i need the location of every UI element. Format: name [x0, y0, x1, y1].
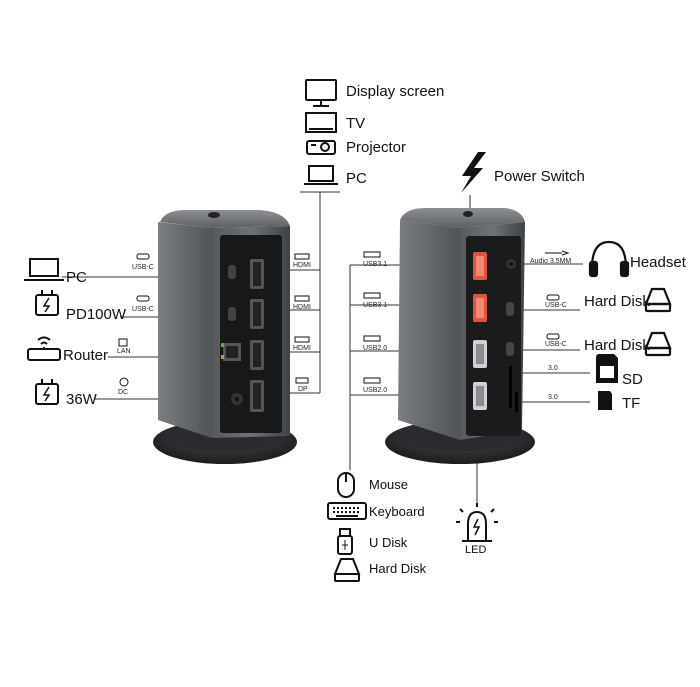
- u-disk-label: U Disk: [369, 535, 408, 550]
- pc-label: PC: [346, 170, 367, 187]
- power-switch-label: Power Switch: [494, 168, 585, 185]
- hub-left: [153, 210, 297, 464]
- hard-disk-label: Hard Disk: [369, 561, 427, 576]
- usb-c-port-label: USB-C: [545, 341, 567, 348]
- lan-port-label: LAN: [117, 348, 131, 355]
- hard-disk-label: Hard Disk: [584, 293, 650, 310]
- led-label: LED: [465, 544, 487, 556]
- hdmi-port-label: HDMI: [293, 304, 311, 311]
- tf-card-icon: [598, 391, 612, 410]
- power-adapter-icon: [35, 290, 59, 316]
- usb-c-port-icon: [136, 253, 150, 260]
- usb-a-port-icon: [363, 251, 381, 258]
- sd-version-label: 3.0: [548, 365, 558, 372]
- hdmi-port-icon: [294, 295, 310, 302]
- usb31-port-label: USB3.1: [363, 261, 388, 268]
- dp-port-label: DP: [298, 386, 308, 393]
- mouse-label: Mouse: [369, 477, 409, 492]
- usb31-port-label: USB3.1: [363, 302, 388, 309]
- usb-c-port-icon: [546, 333, 560, 340]
- dp-port-icon: [295, 377, 309, 384]
- display-screen-label: Display screen: [346, 83, 445, 100]
- audio-jack-icon: [545, 250, 570, 256]
- router-label: Router: [63, 347, 109, 364]
- headset-label: Headset: [630, 254, 686, 271]
- tf-label: TF: [622, 395, 641, 412]
- dc-port-icon: [119, 377, 129, 387]
- projector-label: Projector: [346, 139, 407, 156]
- keyboard-icon: [327, 502, 367, 520]
- hard-disk-icon: [644, 287, 672, 313]
- hub-right: [385, 208, 535, 464]
- pc-label: PC: [66, 269, 87, 286]
- usb-c-port-label: USB-C: [545, 302, 567, 309]
- led-icon: [456, 503, 498, 542]
- usb-a-port-icon: [363, 377, 381, 384]
- headset-icon: [588, 240, 630, 278]
- audio-port-label: Audio 3.5MM: [530, 258, 572, 265]
- hard-disk-label: Hard Disk: [584, 337, 650, 354]
- hdmi-port-icon: [294, 253, 310, 260]
- hdmi-port-label: HDMI: [293, 345, 311, 352]
- usb-a-port-icon: [363, 335, 381, 342]
- dc-port-label: DC: [118, 389, 129, 396]
- usb-c-port-icon: [546, 294, 560, 301]
- mouse-icon: [337, 472, 355, 498]
- u-disk-icon: [337, 528, 353, 555]
- projector-icon: [306, 140, 336, 155]
- power-adapter-icon: [35, 379, 59, 405]
- hdmi-port-label: HDMI: [293, 262, 311, 269]
- router-icon: [27, 336, 61, 361]
- tf-version-label: 3.0: [548, 394, 558, 401]
- usb-a-port-icon: [363, 292, 381, 299]
- tv-label: TV: [346, 115, 366, 132]
- hard-disk-icon: [644, 331, 672, 357]
- sd-label: SD: [622, 371, 643, 388]
- laptop-icon: [304, 165, 338, 185]
- usb20-port-label: USB2.0: [363, 387, 388, 394]
- hdmi-port-icon: [294, 336, 310, 343]
- usb-c-port-label: USB-C: [132, 264, 154, 271]
- tv-icon: [305, 112, 337, 133]
- power-switch-icon: [461, 152, 486, 193]
- laptop-icon: [24, 258, 64, 281]
- lan-port-icon: [118, 338, 128, 347]
- usb-c-port-icon: [136, 295, 150, 302]
- sd-card-icon: [596, 354, 618, 383]
- 36w-label: 36W: [66, 391, 97, 408]
- usb-c-port-label: USB-C: [132, 306, 154, 313]
- usb20-port-label: USB2.0: [363, 345, 388, 352]
- keyboard-label: Keyboard: [369, 504, 425, 519]
- hard-disk-icon: [333, 558, 361, 582]
- pd100w-label: PD100W: [66, 306, 127, 323]
- display-screen-icon: [305, 79, 337, 107]
